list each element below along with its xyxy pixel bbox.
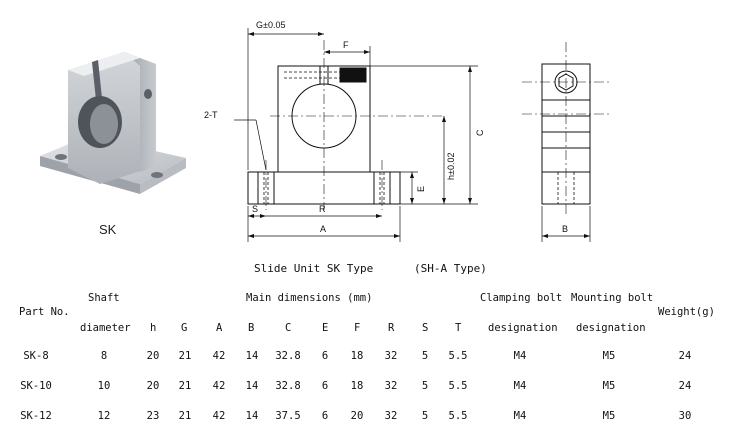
subheader-f: F bbox=[354, 322, 361, 334]
table-cell: 32 bbox=[384, 410, 398, 422]
subheader-mounting-designation: designation bbox=[576, 322, 646, 334]
table-cell: 5.5 bbox=[448, 350, 468, 362]
drawing-caption-subtitle: (SH-A Type) bbox=[414, 262, 487, 275]
table-cell: SK-8 bbox=[23, 350, 49, 362]
table-cell: 14 bbox=[245, 380, 259, 392]
table-cell: 5.5 bbox=[448, 410, 468, 422]
dim-label-a: A bbox=[320, 224, 326, 234]
table-cell: SK-12 bbox=[20, 410, 52, 422]
table-cell: 20 bbox=[146, 350, 160, 362]
table-cell: 8 bbox=[100, 350, 108, 362]
table-cell: 21 bbox=[178, 350, 192, 362]
subheader-r: R bbox=[388, 322, 395, 334]
table-cell: 21 bbox=[178, 410, 192, 422]
table-cell: 23 bbox=[146, 410, 160, 422]
table-cell: 18 bbox=[350, 350, 364, 362]
table-cell: M4 bbox=[513, 410, 527, 422]
subheader-a: A bbox=[216, 322, 223, 334]
table-cell: 32 bbox=[384, 380, 398, 392]
table-cell: M4 bbox=[513, 350, 527, 362]
table-cell: 5 bbox=[421, 410, 429, 422]
subheader-e: E bbox=[322, 322, 329, 334]
subheader-s: S bbox=[422, 322, 429, 334]
table-cell: 24 bbox=[678, 380, 692, 392]
subheader-t: T bbox=[455, 322, 462, 334]
front-view-drawing: G±0.05 F 2-T C h±0.02 E S R A bbox=[204, 20, 485, 242]
subheader-clamping-designation: designation bbox=[488, 322, 558, 334]
table-cell: M5 bbox=[602, 350, 616, 362]
header-mounting-bolt: Mounting bolt bbox=[571, 292, 654, 304]
table-cell: SK-10 bbox=[20, 380, 52, 392]
dim-label-b: B bbox=[562, 224, 568, 234]
table-cell: 20 bbox=[146, 380, 160, 392]
table-cell: 42 bbox=[212, 380, 226, 392]
header-part-no: Part No. bbox=[19, 306, 70, 318]
table-cell: 6 bbox=[321, 350, 329, 362]
table-cell: 21 bbox=[178, 380, 192, 392]
table-cell: 32.8 bbox=[275, 350, 301, 362]
photo-label: SK bbox=[99, 222, 117, 237]
table-cell: 20 bbox=[350, 410, 364, 422]
table-cell: 42 bbox=[212, 410, 226, 422]
table-cell: 32 bbox=[384, 350, 398, 362]
subheader-c: C bbox=[285, 322, 292, 334]
subheader-h: h bbox=[150, 322, 157, 334]
shaft-support-render bbox=[40, 52, 186, 194]
table-cell: 5.5 bbox=[448, 380, 468, 392]
dim-label-f: F bbox=[343, 40, 349, 50]
dim-label-r: R bbox=[319, 204, 326, 214]
table-cell: 5 bbox=[421, 350, 429, 362]
table-cell: 10 bbox=[97, 380, 111, 392]
header-clamping-bolt: Clamping bolt bbox=[480, 292, 563, 304]
table-cell: 18 bbox=[350, 380, 364, 392]
table-cell: M5 bbox=[602, 410, 616, 422]
header-weight: Weight(g) bbox=[658, 306, 715, 318]
table-cell: 37.5 bbox=[275, 410, 301, 422]
header-main-dimensions: Main dimensions (mm) bbox=[246, 292, 373, 304]
table-cell: 5 bbox=[421, 380, 429, 392]
table-cell: M4 bbox=[513, 380, 527, 392]
subheader-shaft-diameter: diameter bbox=[80, 322, 131, 334]
subheader-g: G bbox=[181, 322, 188, 334]
table-cell: 14 bbox=[245, 410, 259, 422]
side-view-drawing: B bbox=[522, 42, 610, 242]
table-cell: 6 bbox=[321, 410, 329, 422]
table-cell: 30 bbox=[678, 410, 692, 422]
dim-label-s: S bbox=[252, 204, 258, 214]
dim-label-2t: 2-T bbox=[204, 110, 218, 120]
dim-label-e: E bbox=[416, 186, 426, 192]
table-cell: 24 bbox=[678, 350, 692, 362]
table-cell: 14 bbox=[245, 350, 259, 362]
table-cell: 32.8 bbox=[275, 380, 301, 392]
subheader-b: B bbox=[248, 322, 255, 334]
header-shaft: Shaft bbox=[88, 292, 120, 304]
dim-label-h: h±0.02 bbox=[446, 153, 456, 180]
dim-label-g: G±0.05 bbox=[256, 20, 285, 30]
table-cell: M5 bbox=[602, 380, 616, 392]
table-cell: 12 bbox=[97, 410, 111, 422]
product-photo bbox=[28, 38, 208, 208]
table-cell: 42 bbox=[212, 350, 226, 362]
drawing-caption-title: Slide Unit SK Type bbox=[254, 262, 374, 275]
dim-label-c: C bbox=[475, 129, 485, 136]
table-cell: 6 bbox=[321, 380, 329, 392]
